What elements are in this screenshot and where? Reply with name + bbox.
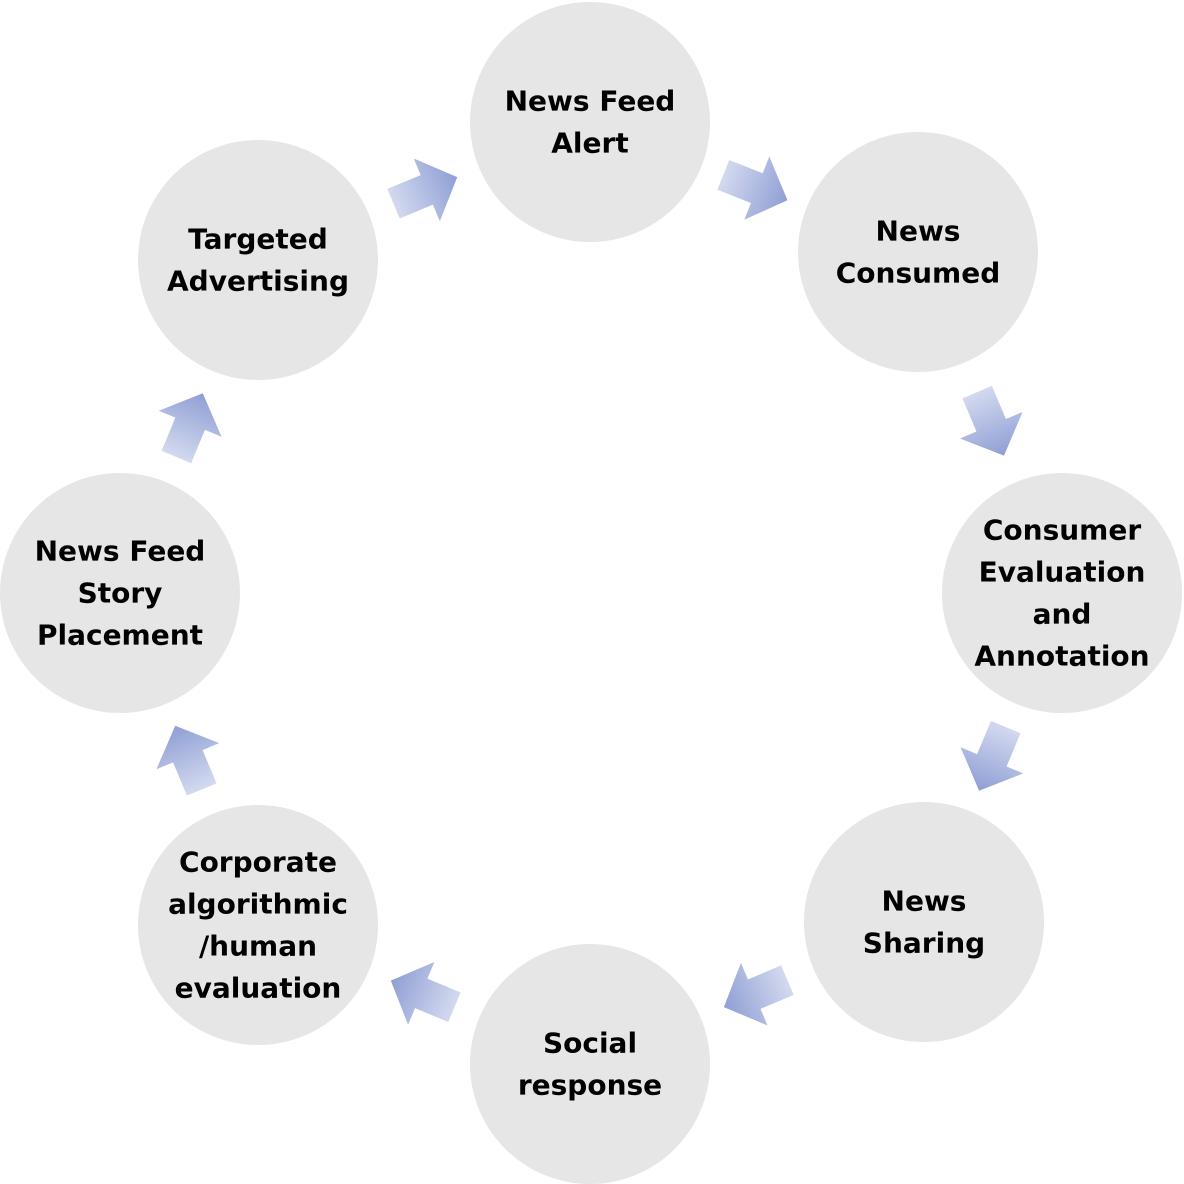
node-circle: [470, 2, 710, 242]
node-label-line: Targeted: [188, 223, 328, 256]
arrow-shape: [156, 725, 220, 796]
arrow-icon: [723, 962, 794, 1026]
node-label-line: News Feed: [35, 535, 206, 568]
node-label-line: Story: [78, 577, 163, 610]
node-label-line: /human: [199, 930, 317, 963]
node-label-line: Social: [543, 1027, 637, 1060]
node-label-line: Consumer: [983, 514, 1141, 547]
node-label-line: Advertising: [167, 265, 349, 298]
arrow-shape: [387, 158, 458, 222]
node-label-line: News Feed: [505, 85, 676, 118]
node-label-line: Evaluation: [979, 556, 1146, 589]
arrow-icon: [959, 385, 1023, 456]
node-label-line: response: [518, 1069, 662, 1102]
node-circle: [138, 140, 378, 380]
node-label-line: evaluation: [175, 972, 342, 1005]
node-label-line: Alert: [551, 127, 628, 160]
node-label-line: Consumed: [836, 257, 1001, 290]
node-circle: [798, 132, 1038, 372]
node-circle: [138, 805, 378, 1045]
node-label-line: Placement: [37, 619, 203, 652]
node-label-line: and: [1033, 598, 1092, 631]
node-label-line: Annotation: [974, 640, 1149, 673]
node-circle: [470, 944, 710, 1184]
node-label-line: Sharing: [863, 927, 985, 960]
arrow-icon: [156, 725, 220, 796]
arrow-icon: [387, 158, 458, 222]
node-label-line: algorithmic: [168, 888, 348, 921]
arrow-icon: [960, 720, 1024, 791]
node-corporate-evaluation: Corporate algorithmic/human evaluation: [138, 805, 378, 1045]
node-label-line: Corporate: [179, 846, 337, 879]
arrow-shape: [960, 720, 1024, 791]
node-social-response: Social response: [470, 944, 710, 1184]
node-label-line: News: [882, 885, 967, 918]
node-circle: [0, 473, 240, 713]
arrow-shape: [959, 385, 1023, 456]
arrows-layer: [156, 156, 1024, 1026]
arrow-shape: [723, 962, 794, 1026]
arrow-shape: [158, 393, 222, 464]
node-circle: [942, 473, 1182, 713]
arrow-shape: [717, 156, 788, 220]
node-label-line: News: [876, 215, 961, 248]
node-circle: [804, 802, 1044, 1042]
arrow-shape: [390, 961, 461, 1025]
arrow-icon: [390, 961, 461, 1025]
arrow-icon: [717, 156, 788, 220]
arrow-icon: [158, 393, 222, 464]
